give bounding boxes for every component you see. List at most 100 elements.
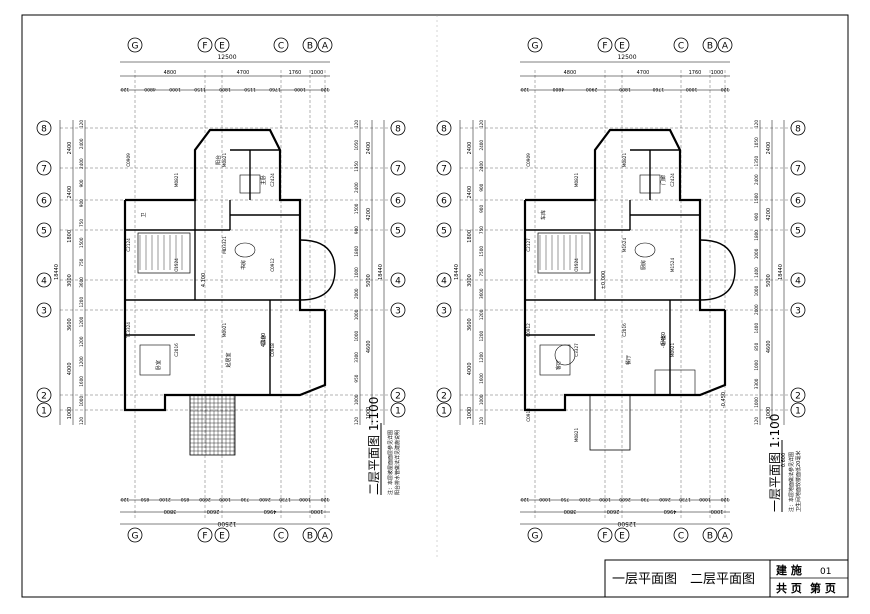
axis-bubble-left-1: [36, 402, 52, 418]
axis-bubble-left-5: [436, 222, 452, 238]
dim-bottom-detail: 2600: [199, 496, 211, 502]
axis-bubble-top-E-label: E: [619, 42, 625, 52]
axis-bubble-right-3-label: 3: [795, 307, 801, 317]
axis-bubble-left-4-label: 4: [441, 277, 447, 287]
axis-bubble-bottom-E: [614, 527, 630, 543]
axis-bubble-top-F-label: F: [202, 42, 207, 52]
axis-bubble-left-7: [436, 160, 452, 176]
window-door-tag: C0909: [126, 153, 131, 167]
dim-bottom-overall: 12500: [217, 520, 236, 527]
dim-left-detail: 900: [479, 205, 484, 213]
window-door-tag: M0821: [622, 153, 627, 168]
axis-bubble-right-1-label: 1: [395, 407, 401, 417]
dim-right-detail: 2400: [354, 182, 359, 193]
axis-bubble-top-B-label: B: [307, 42, 313, 52]
axis-bubble-left-4-label: 4: [41, 277, 47, 287]
dim-top-detail: 1760: [269, 86, 281, 92]
axis-bubble-right-6: [790, 192, 806, 208]
axis-bubble-bottom-G-label: G: [132, 532, 139, 542]
bed: [239, 174, 261, 194]
window-door-tag: C0918: [526, 408, 531, 422]
window-door-tag: MD3321: [222, 236, 227, 254]
window-door-tag: M0921: [222, 323, 227, 338]
dim-top-axis: 1000: [311, 70, 324, 76]
dim-right-axis: 2400: [366, 142, 372, 155]
axis-bubble-right-1: [790, 402, 806, 418]
window-door-tag: C2424: [270, 173, 275, 187]
room-label: 阳台: [215, 155, 222, 165]
dim-left-detail: 120: [79, 120, 84, 128]
axis-bubble-top-B-label: B: [707, 42, 713, 52]
dim-right-axis: 4600: [766, 340, 772, 353]
dim-right-detail: 1400: [754, 267, 759, 278]
axis-bubble-left-1: [436, 402, 452, 418]
dim-right-detail: 1500: [354, 203, 359, 214]
dim-bottom-detail: 1000: [539, 496, 551, 502]
axis-bubble-bottom-A: [717, 527, 733, 543]
dim-left-detail: 1200: [79, 356, 84, 367]
axis-bubble-left-4: [436, 272, 452, 288]
dim-bottom-detail: 120: [721, 496, 730, 502]
dim-top-detail: 4800: [144, 86, 156, 92]
dim-left-axis: 2400: [67, 186, 73, 199]
dim-bottom-detail: 850: [141, 496, 150, 502]
exterior-wall-north: [125, 128, 302, 230]
window-door-tag: M0821: [574, 173, 579, 188]
dim-top-detail: 2900: [586, 86, 598, 92]
dim-left-detail: 1200: [479, 330, 484, 341]
dim-bottom-detail: 1730: [679, 496, 691, 502]
title-block: 一层平面图 二层平面图 建 施 01 共 页 第 页: [604, 559, 849, 598]
dim-right-axis: 4200: [366, 208, 372, 221]
window-door-tag: C1524: [574, 258, 579, 272]
dim-top-detail: 4800: [552, 86, 564, 92]
floor-level: 0.600: [781, 453, 787, 467]
dim-right-detail: 1000: [754, 248, 759, 259]
window-door-tag: M1524: [670, 258, 675, 273]
axis-bubble-right-5: [790, 222, 806, 238]
svg-text:卫生间地面较楼面低20毫米: 卫生间地面较楼面低20毫米: [795, 451, 802, 512]
dim-bottom-detail: 2100: [579, 496, 591, 502]
room-label: 客厅: [555, 360, 562, 370]
window-door-tag: C0912: [526, 323, 531, 337]
axis-bubble-top-C: [673, 37, 689, 53]
axis-bubble-left-3-label: 3: [41, 307, 47, 317]
dim-left-axis: 1000: [67, 407, 73, 420]
axis-bubble-left-3: [36, 302, 52, 318]
dim-left-detail: 1000: [479, 394, 484, 405]
window-door-tag: C3327: [574, 343, 579, 357]
dining-round-table: [554, 344, 576, 366]
dim-bottom-axis: 2600: [607, 508, 620, 514]
dim-left-detail: 750: [79, 219, 84, 227]
axis-bubble-bottom-F: [597, 527, 613, 543]
axis-bubble-left-6: [36, 192, 52, 208]
dim-right-detail: 120: [754, 417, 759, 425]
dim-right-detail: 1400: [754, 323, 759, 334]
dim-right-detail: 1000: [354, 394, 359, 405]
axis-bubble-left-8-label: 8: [41, 125, 47, 135]
axis-bubble-top-A-label: A: [322, 42, 329, 52]
dim-left-axis: 1800: [467, 230, 473, 243]
window-door-tag: C0909: [526, 153, 531, 167]
axis-bubble-left-2-label: 2: [41, 392, 47, 402]
axis-bubble-bottom-B-label: B: [307, 532, 313, 542]
dim-right-detail: 950: [354, 374, 359, 382]
axis-bubble-top-G: [127, 37, 143, 53]
bay-window-east: [299, 239, 336, 301]
dim-left-axis: 3600: [67, 318, 73, 331]
dim-bottom-detail: 750: [561, 496, 570, 502]
window-door-tag: M1624: [622, 238, 627, 253]
bed: [639, 174, 661, 194]
dim-left-axis: 4000: [467, 362, 473, 375]
axis-bubble-left-6-label: 6: [41, 197, 47, 207]
window-door-tag: TC3324: [126, 322, 131, 339]
sheet-frame: [21, 14, 849, 598]
dim-left-detail: 900: [479, 183, 484, 191]
axis-bubble-top-A: [317, 37, 333, 53]
axis-bubble-right-2-label: 2: [795, 392, 801, 402]
dim-bottom-axis: 1000: [311, 508, 324, 514]
axis-bubble-right-8-label: 8: [395, 125, 401, 135]
dim-bottom-detail: 120: [521, 496, 530, 502]
dim-left-detail: 1200: [79, 297, 84, 308]
axis-bubble-top-B: [302, 37, 318, 53]
